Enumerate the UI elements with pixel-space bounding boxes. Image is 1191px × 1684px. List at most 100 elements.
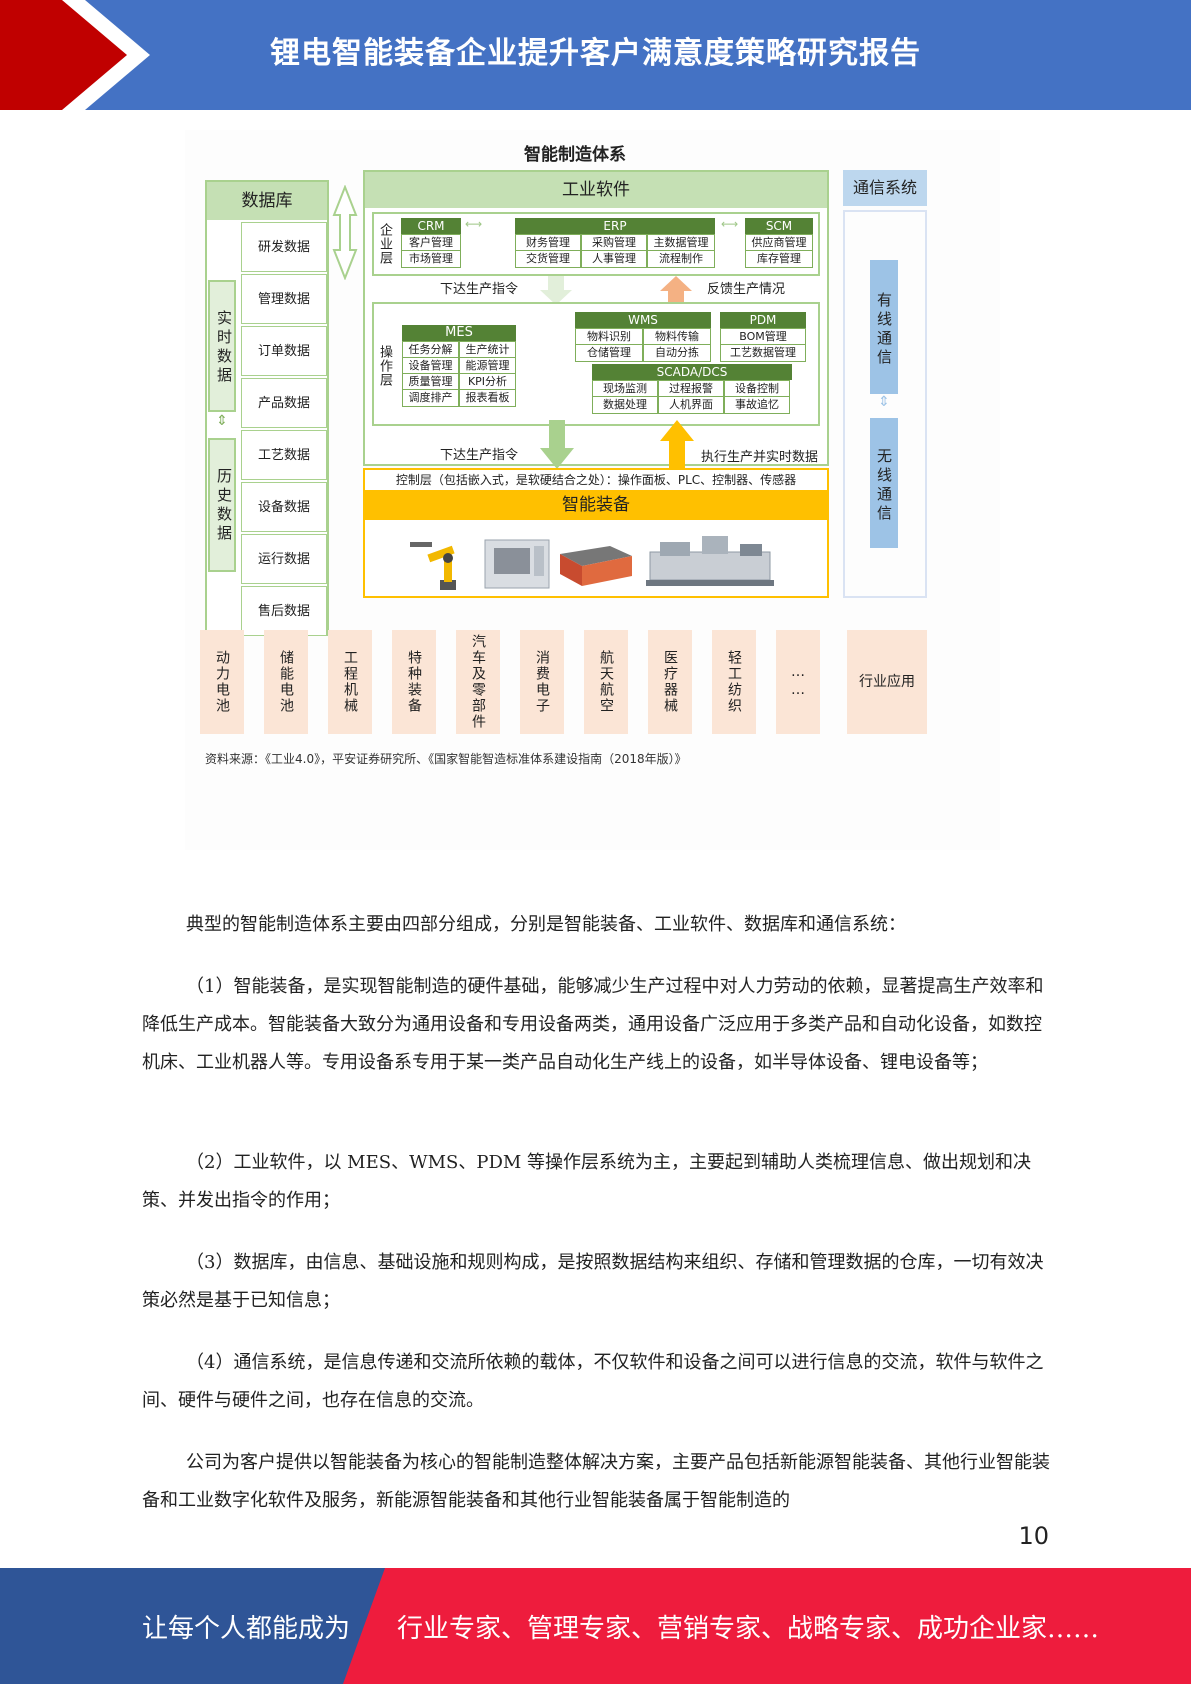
wms-item: 自动分拣 [643,344,711,362]
industry-application-label: 行业应用 [847,630,927,734]
scada-title: SCADA/DCS [592,364,792,380]
crm-item: 市场管理 [401,250,461,268]
database-item: 运行数据 [241,534,327,584]
mes-item: 调度排产 [402,389,459,407]
enterprise-layer-label: 企业层 [377,223,392,265]
wms-item: 物料传输 [643,328,711,346]
erp-item: 采购管理 [581,234,647,252]
paragraph: （1）智能装备，是实现智能制造的硬件基础，能够减少生产过程中对人力劳动的依赖，显… [142,976,1044,1073]
industry-item: 医疗器械 [648,630,692,734]
cnc-machine-image [484,539,550,589]
scada-item: 人机界面 [658,396,724,414]
robot-arm-image [410,542,456,590]
erp-item: 主数据管理 [647,234,715,252]
industry-item: 汽车及零部件 [456,630,500,734]
equipment-title: 智能装备 [365,490,827,520]
industry-item: 航天航空 [584,630,628,734]
battery-module-image [560,546,632,586]
scada-item: 过程报警 [658,380,724,398]
down-arrow-icon [540,276,572,305]
command-label: 下达生产指令 [440,282,519,297]
mes-item: 生产统计 [459,341,516,359]
industry-item: 消费电子 [520,630,564,734]
history-data-box [208,438,236,572]
database-item: 订单数据 [241,326,327,376]
page-number: 10 [1018,1522,1049,1550]
footer-slogan-left: 让每个人都能成为 [142,1614,351,1644]
diagram-title: 智能制造体系 [524,145,626,165]
paragraph: 典型的智能制造体系主要由四部分组成，分别是智能装备、工业软件、数据库和通信系统： [186,914,906,935]
feedback-label: 反馈生产情况 [707,282,786,297]
up-arrow-icon [660,276,692,305]
page-header: 锂电智能装备企业提升客户满意度策略研究报告 [0,0,1191,110]
wired-comm-label: 有线通信 [875,292,893,368]
link-arrow-icon: ⟷ [465,217,483,231]
erp-item: 财务管理 [515,234,581,252]
page-footer: 让每个人都能成为 行业专家、管理专家、营销专家、战略专家、成功企业家…… [0,1568,1191,1684]
report-title: 锂电智能装备企业提升客户满意度策略研究报告 [270,36,921,71]
mes-item: 能源管理 [459,357,516,375]
production-line-image [646,536,774,586]
paragraph: 公司为客户提供以智能装备为核心的智能制造整体解决方案，主要产品包括新能源智能装备… [142,1452,1050,1511]
erp-item: 流程制作 [647,250,715,268]
header-banner [0,0,1191,110]
realtime-data-box [208,280,236,412]
industry-item: 储能电池 [264,630,308,734]
up-arrow-icon [660,420,694,469]
diagram-source: 资料来源：《工业4.0》，平安证券研究所、《国家智能智造标准体系建设指南（201… [205,752,687,766]
scm-item: 供应商管理 [745,234,813,252]
wms-title: WMS [575,312,711,328]
operation-layer-label: 操作层 [377,345,392,387]
scm-title: SCM [745,218,813,234]
scada-item: 数据处理 [592,396,658,414]
database-item: 研发数据 [241,222,327,272]
scm-item: 库存管理 [745,250,813,268]
database-item: 工艺数据 [241,430,327,480]
wireless-comm-box [870,418,898,548]
wireless-comm-label: 无线通信 [875,448,893,524]
scada-item: 现场监测 [592,380,658,398]
wired-comm-box [870,260,898,394]
link-arrow-icon: ⟷ [721,217,739,231]
industry-item: 特种装备 [392,630,436,734]
crm-item: 客户管理 [401,234,461,252]
equipment-images [410,536,774,590]
erp-title: ERP [515,218,715,234]
execute-label: 执行生产并实时数据 [701,450,819,465]
database-item: 售后数据 [241,586,327,636]
command-label: 下达生产指令 [440,448,519,463]
erp-item: 人事管理 [581,250,647,268]
scada-item: 设备控制 [724,380,790,398]
industry-item: 动力电池 [200,630,244,734]
pdm-item: 工艺数据管理 [720,344,806,362]
comm-title: 通信系统 [843,170,927,206]
industry-item: 工程机械 [328,630,372,734]
industry-item: 轻工纺织 [712,630,756,734]
comm-panel [843,210,927,598]
crm-title: CRM [401,218,461,234]
database-item: 产品数据 [241,378,327,428]
erp-item: 交货管理 [515,250,581,268]
paragraph: （2）工业软件，以 MES、WMS、PDM 等操作层系统为主，主要起到辅助人类梳… [142,1152,1032,1211]
realtime-data-label: 实时数据 [215,310,233,386]
industry-item: …… [776,630,820,734]
mes-item: 任务分解 [402,341,459,359]
pdm-title: PDM [720,312,806,328]
scada-item: 事故追忆 [724,396,790,414]
software-title: 工业软件 [365,172,827,208]
down-arrow-icon [540,420,574,469]
database-title: 数据库 [207,182,327,220]
paragraph: （3）数据库，由信息、基础设施和规则构成，是按照数据结构来组织、存储和管理数据的… [142,1252,1044,1311]
mes-title: MES [402,325,516,341]
database-item: 管理数据 [241,274,327,324]
history-data-label: 历史数据 [215,468,233,544]
bidirectional-arrow-icon [332,185,358,280]
wms-item: 仓储管理 [575,344,643,362]
control-layer-label: 控制层（包括嵌入式，是软硬结合之处）：操作面板、PLC、控制器、传感器 [395,473,797,487]
paragraph: （4）通信系统，是信息传递和交流所依赖的载体，不仅软件和设备之间可以进行信息的交… [142,1352,1044,1411]
footer-slogan-right: 行业专家、管理专家、营销专家、战略专家、成功企业家…… [397,1614,1100,1644]
sync-arrow-icon: ⇕ [216,413,228,429]
mes-item: 报表看板 [459,389,516,407]
footer-banner [0,1568,1191,1684]
sync-arrow-icon: ⇕ [878,394,890,410]
